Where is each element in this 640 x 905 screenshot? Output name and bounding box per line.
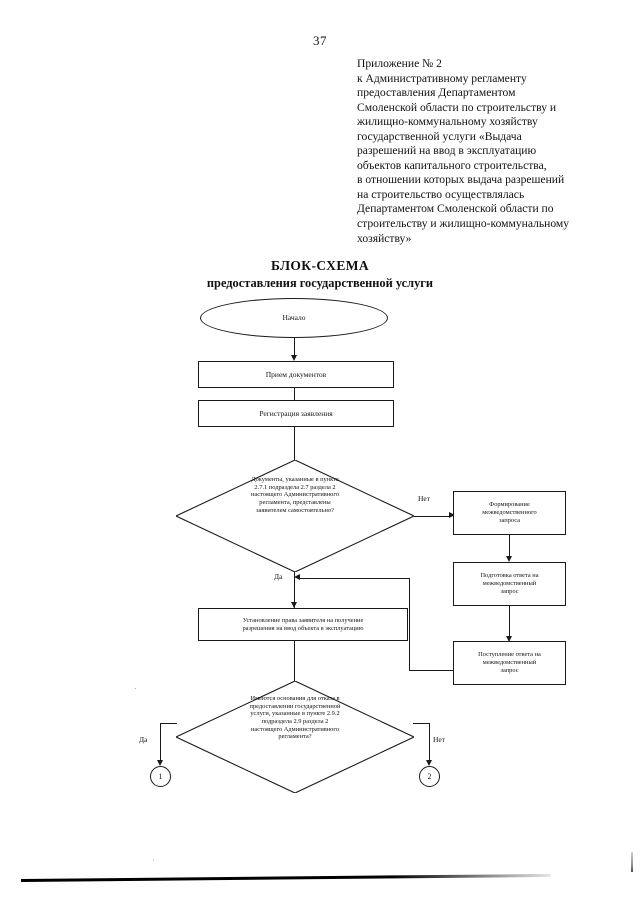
- edge-label-no: Нет: [433, 735, 446, 744]
- header-line: строительству и жилищно-коммунальному: [357, 217, 570, 231]
- flow-node-establish-rights: Установление права заявителя на получени…: [198, 608, 408, 641]
- header-line: объектов капитального строительства,: [357, 158, 547, 172]
- decision-line: услуги, указанные в пункте 2.9.2: [250, 710, 340, 718]
- arrow-down-icon: [506, 636, 512, 642]
- diamond-shape-icon: [176, 681, 414, 793]
- decision-line: настоящего Административного: [250, 725, 340, 733]
- flow-connector-two: 2: [419, 766, 440, 787]
- connector-line: [414, 516, 451, 517]
- node-line: межведомственный: [482, 580, 537, 588]
- scan-speck: [135, 688, 136, 689]
- flow-node-intake: Прием документов: [198, 361, 394, 388]
- connector-line: [160, 723, 161, 761]
- connector-line: [409, 670, 454, 671]
- flow-node-interdept-answer-prep: Подготовка ответа на межведомственный за…: [453, 562, 566, 606]
- page-number: 37: [313, 33, 327, 48]
- flow-node-interdept-request: Формирование межведомственного запроса: [453, 491, 566, 535]
- flow-node-decision-refusal-label: Имеются основания для отказа в предостав…: [200, 695, 390, 741]
- connector-line: [294, 338, 295, 356]
- flow-node-intake-label: Прием документов: [265, 369, 327, 379]
- node-line: Установление права заявителя на получени…: [242, 616, 364, 624]
- flow-node-interdept-answer-received: Поступление ответа на межведомственный з…: [453, 641, 566, 685]
- decision-line: заявителем самостоятельно?: [256, 506, 334, 514]
- edge-label-yes: Да: [274, 572, 283, 581]
- flow-node-interdept-answer-received-label: Поступление ответа на межведомственный з…: [454, 651, 565, 674]
- flow-node-start: Начало: [200, 298, 388, 338]
- arrow-down-icon: [291, 602, 297, 608]
- connector-line: [409, 578, 410, 671]
- flowchart-title: БЛОК-СХЕМА: [270, 258, 370, 273]
- node-line: разрешения на ввод объекта в эксплуатаци…: [242, 624, 364, 632]
- connector-line: [300, 578, 410, 579]
- header-line: в отношении которых выдача разрешений: [357, 173, 565, 187]
- header-line: Смоленской области по строительству и: [357, 100, 557, 114]
- connector-line: [294, 572, 295, 610]
- flow-node-registration-label: Регистрация заявления: [259, 408, 333, 418]
- flow-connector-one: 1: [150, 766, 171, 787]
- connector-line: [294, 388, 295, 405]
- connector-line: [294, 641, 295, 681]
- flow-node-establish-rights-label: Установление права заявителя на получени…: [199, 617, 407, 633]
- connector-line: [294, 427, 295, 460]
- decision-line: регламента?: [278, 733, 312, 741]
- flow-node-registration: Регистрация заявления: [198, 400, 394, 427]
- appendix-reference-block: Приложение № 2 к Административному регла…: [357, 57, 622, 246]
- node-line: запрос: [500, 587, 519, 595]
- flow-node-decision-documents: Документы, указанные в пункте 2.7.1 подр…: [176, 460, 414, 572]
- node-line: запроса: [499, 516, 520, 524]
- flowchart-subtitle: предоставления государственной услуги: [206, 276, 434, 290]
- decision-line: регламента, представлены: [259, 499, 331, 507]
- edge-label-yes: Да: [139, 735, 148, 744]
- edge-label-no: Нет: [418, 494, 431, 503]
- scan-artifact-edge-mark: [631, 852, 633, 872]
- header-line: Приложение № 2: [357, 57, 442, 70]
- flow-node-decision-refusal: Имеются основания для отказа в предостав…: [176, 681, 414, 793]
- flow-node-interdept-request-label: Формирование межведомственного запроса: [454, 501, 565, 524]
- header-line: разрешений на ввод в эксплуатацию: [357, 144, 537, 158]
- arrow-down-icon: [426, 760, 432, 766]
- node-line: Подготовка ответа на: [480, 572, 539, 580]
- arrow-down-icon: [506, 556, 512, 562]
- header-line: к Административному регламенту: [357, 71, 527, 85]
- connector-line: [509, 606, 510, 637]
- connector-line: [429, 723, 430, 761]
- scan-artifact-bar: [20, 873, 551, 882]
- flow-node-decision-documents-label: Документы, указанные в пункте 2.7.1 подр…: [201, 476, 389, 514]
- decision-line: предоставлении государственной: [249, 702, 341, 710]
- node-line: Поступление ответа на: [478, 651, 541, 659]
- decision-line: настоящего Административного: [250, 491, 340, 499]
- header-line: на строительство осуществлялась: [357, 187, 525, 201]
- connector-line: [160, 723, 177, 724]
- header-line: государственной услуги «Выдача: [357, 129, 522, 143]
- node-line: запрос: [500, 666, 519, 674]
- flow-connector-two-label: 2: [427, 772, 432, 781]
- diamond-shape-icon: [176, 460, 414, 572]
- decision-line: Документы, указанные в пункте: [251, 476, 339, 483]
- arrow-left-icon: [294, 574, 300, 580]
- node-line: межведомственный: [482, 659, 537, 667]
- flow-connector-one-label: 1: [158, 772, 163, 781]
- decision-line: 2.7.1 подраздела 2.7 раздела 2: [254, 483, 336, 491]
- arrow-down-icon: [291, 355, 297, 361]
- node-line: межведомственного: [482, 509, 537, 517]
- header-line: хозяйству»: [357, 231, 412, 245]
- arrow-down-icon: [157, 760, 163, 766]
- connector-line: [509, 535, 510, 557]
- header-line: предоставления Департаментом: [357, 86, 516, 100]
- arrow-right-icon: [449, 512, 455, 518]
- connector-line: [413, 723, 430, 724]
- node-line: Формирование: [489, 501, 530, 509]
- scan-speck: [153, 860, 154, 861]
- header-line: жилищно-коммунальному хозяйству: [357, 115, 538, 129]
- header-line: Департаментом Смоленской области по: [357, 202, 554, 216]
- flow-node-start-label: Начало: [282, 313, 306, 323]
- decision-line: подраздела 2.9 раздела 2: [261, 718, 329, 726]
- flow-node-interdept-answer-prep-label: Подготовка ответа на межведомственный за…: [454, 572, 565, 595]
- decision-line: Имеются основания для отказа в: [250, 695, 340, 702]
